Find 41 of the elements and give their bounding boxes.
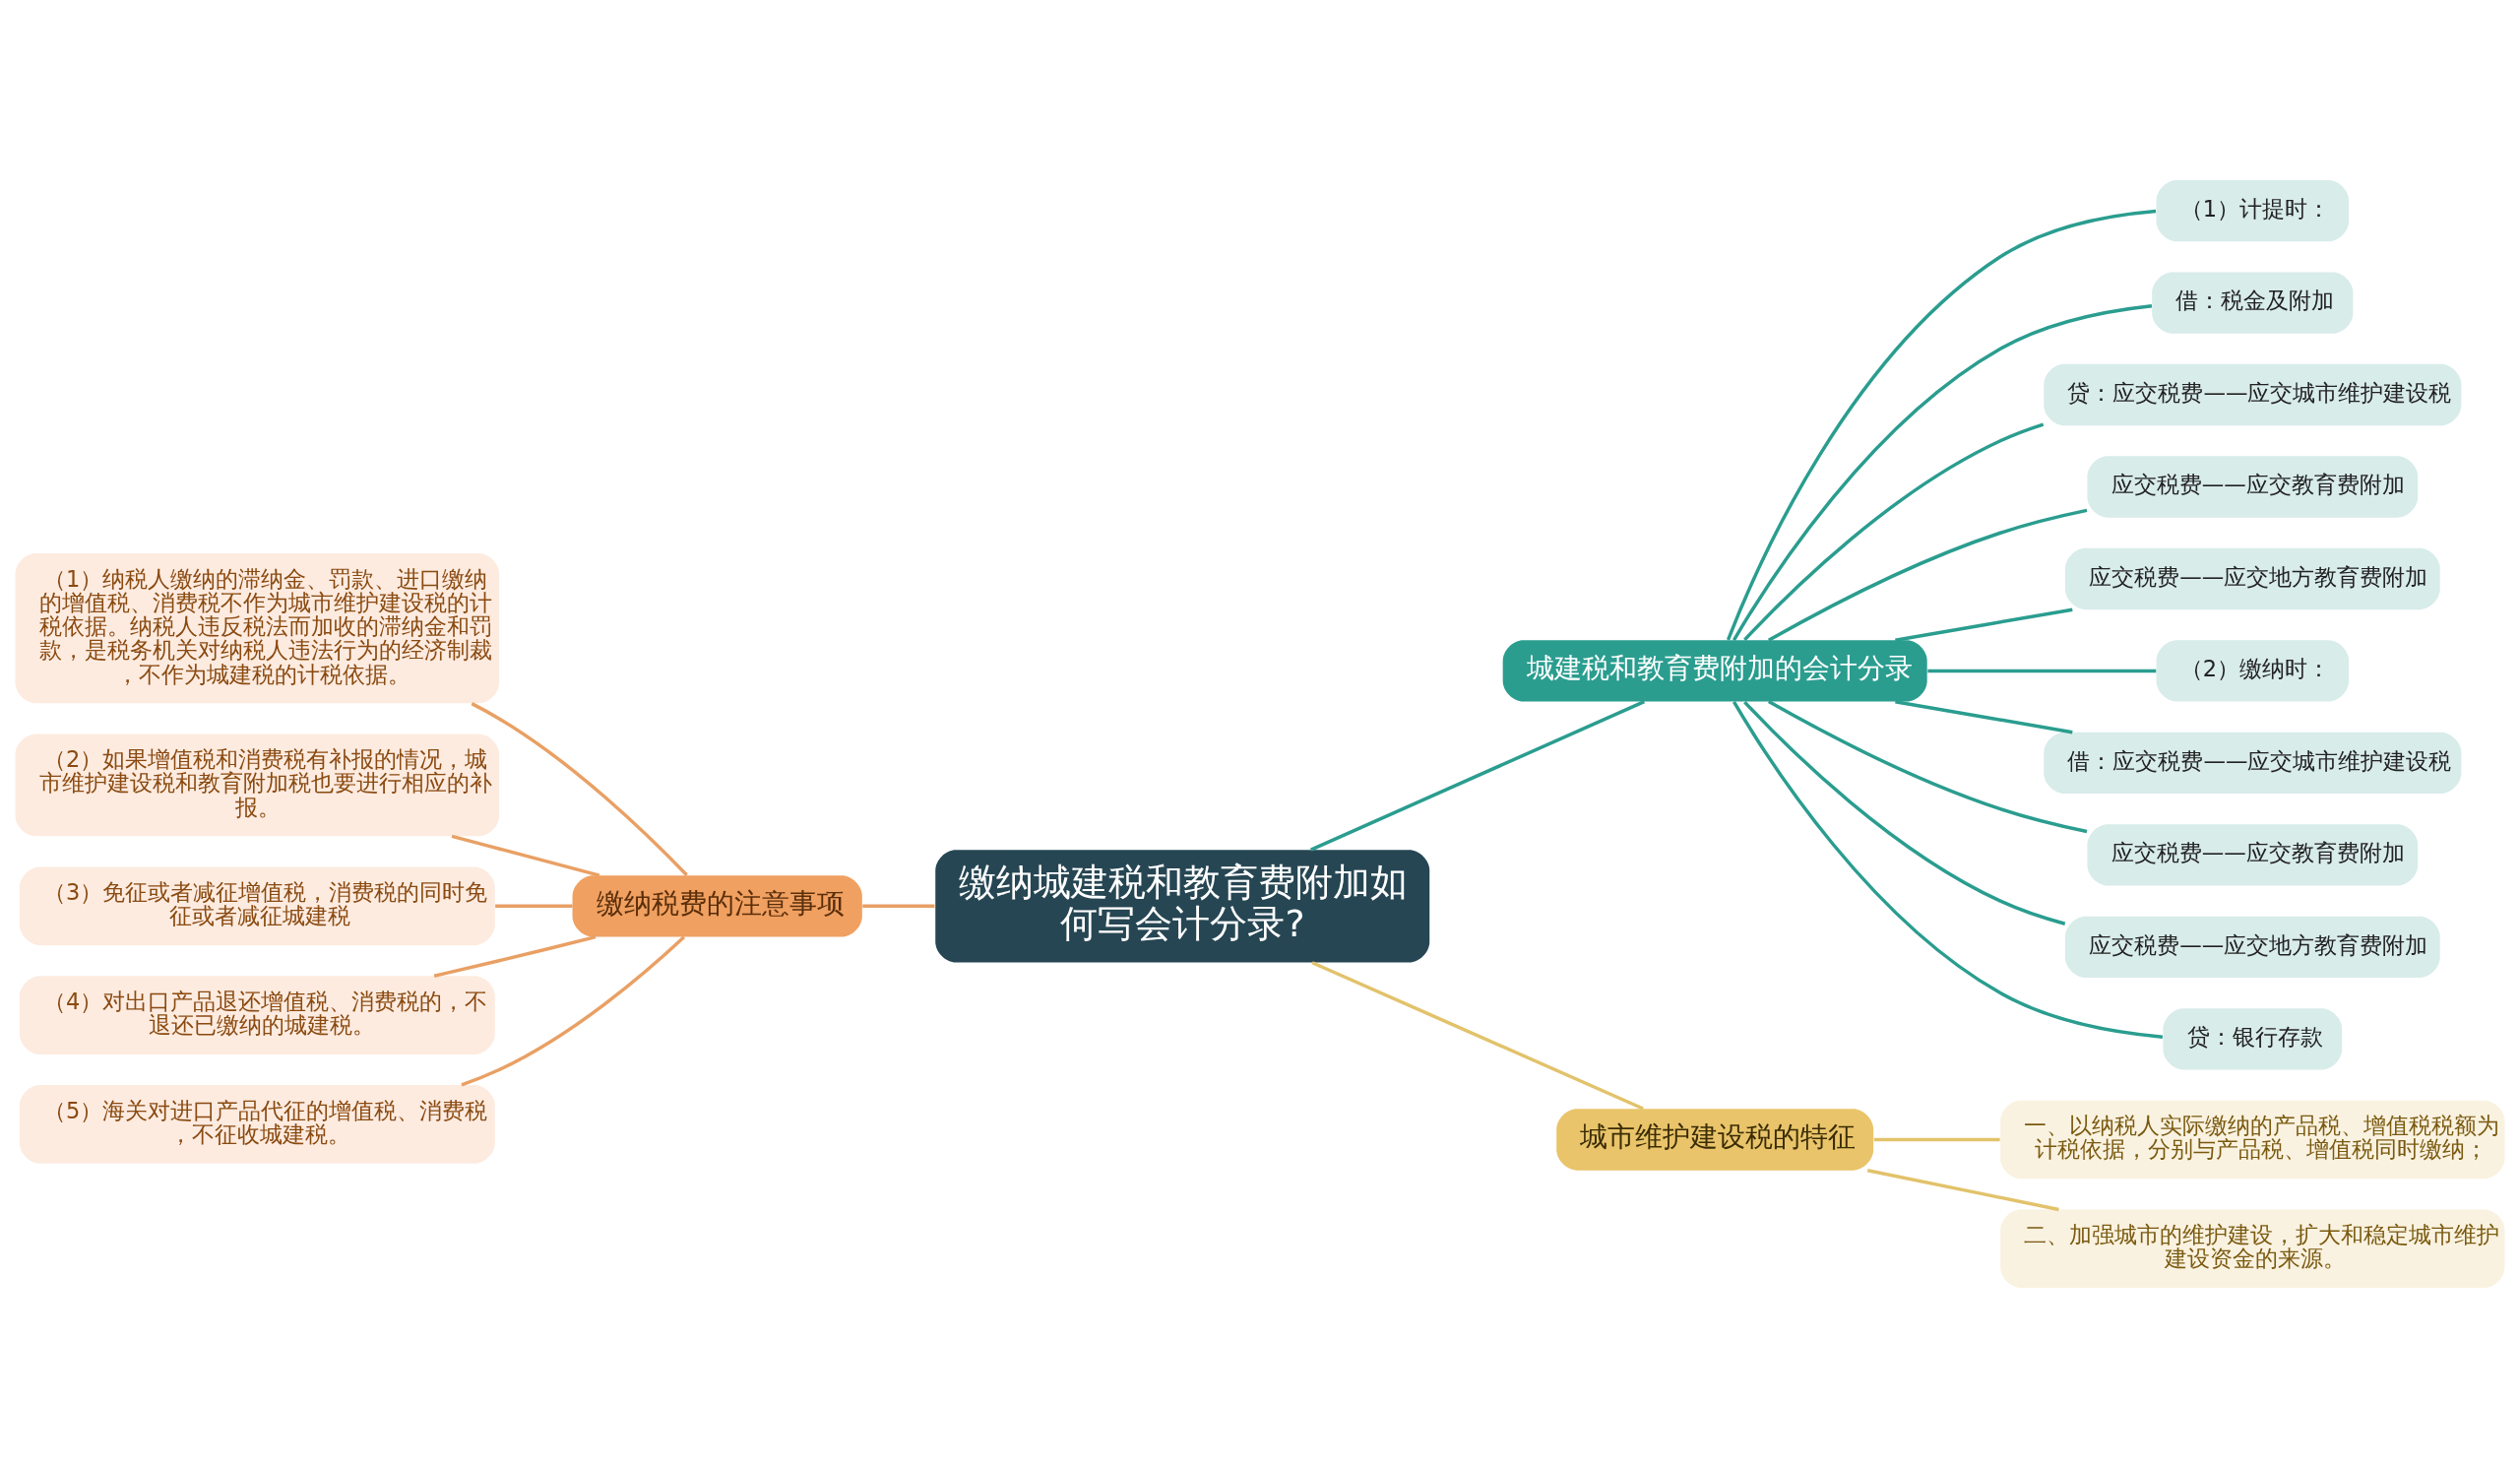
connector (461, 935, 686, 1087)
node-box: 应交税费——应交教育费附加 (2087, 824, 2419, 886)
connector (1311, 961, 1644, 1111)
node-box: （5）海关对进口产品代征的增值税、消费税，不征收城建税。 (19, 1085, 495, 1164)
connector (1895, 700, 2073, 734)
connector (1743, 700, 2066, 925)
connector (495, 904, 573, 909)
node-box: 应交税费——应交地方教育费附加 (2064, 916, 2440, 979)
node-box: 缴纳城建税和教育费附加如何写会计分录? (935, 850, 1430, 963)
node-box: 借：税金及附加 (2152, 272, 2354, 334)
connector (433, 934, 597, 978)
node-box: （1）计提时： (2156, 179, 2350, 242)
node-box: 城市维护建设税的特征 (1556, 1109, 1874, 1171)
node-box: （2）如果增值税和消费税有补报的情况，城市维护建设税和教育附加税也要进行相应的补报。 (15, 734, 500, 837)
connector (862, 904, 935, 909)
connector (471, 702, 688, 876)
node-box: 应交税费——应交教育费附加 (2087, 456, 2419, 518)
connector (1873, 1137, 2000, 1142)
node-box: 城建税和教育费附加的会计分录 (1502, 640, 1927, 702)
connector (1927, 669, 2157, 673)
connector (1743, 422, 2045, 642)
node-box: 应交税费——应交地方教育费附加 (2064, 547, 2440, 610)
connector (1732, 304, 2153, 641)
node-box: （3）免征或者减征增值税，消费税的同时免征或者减征城建税 (19, 866, 495, 946)
node-box: 二、加强城市的维护建设，扩大和稳定城市维护建设资金的来源。 (2000, 1209, 2505, 1289)
connector (1726, 209, 2157, 641)
connector (1767, 508, 2088, 642)
connector (1732, 700, 2164, 1039)
node-box: 一、以纳税人实际缴纳的产品税、增值税税额为计税依据，分别与产品税、增值税同时缴纳； (2000, 1100, 2505, 1180)
node-box: （4）对出口产品退还增值税、消费税的，不退还已缴纳的城建税。 (19, 976, 495, 1054)
node-box: （1）纳税人缴纳的滞纳金、罚款、进口缴纳的增值税、消费税不作为城市维护建设税的计税依据。纳税人违反税法而加收的滞纳金和罚款，是税务机关对纳税人违法行为的经济制裁，不作为城建税的计税依据。 (15, 553, 500, 704)
connector (1767, 700, 2088, 834)
node-box: 借：应交税费——应交城市维护建设税 (2044, 732, 2462, 795)
node-box: 贷：应交税费——应交城市维护建设税 (2044, 363, 2462, 426)
connector (451, 834, 600, 877)
node-box: 缴纳税费的注意事项 (572, 875, 862, 937)
node-box: （2）缴纳时： (2156, 640, 2350, 702)
connector (1866, 1169, 2059, 1212)
node-box: 贷：银行存款 (2163, 1008, 2343, 1070)
connector (1310, 700, 1645, 852)
connector (1895, 607, 2073, 642)
